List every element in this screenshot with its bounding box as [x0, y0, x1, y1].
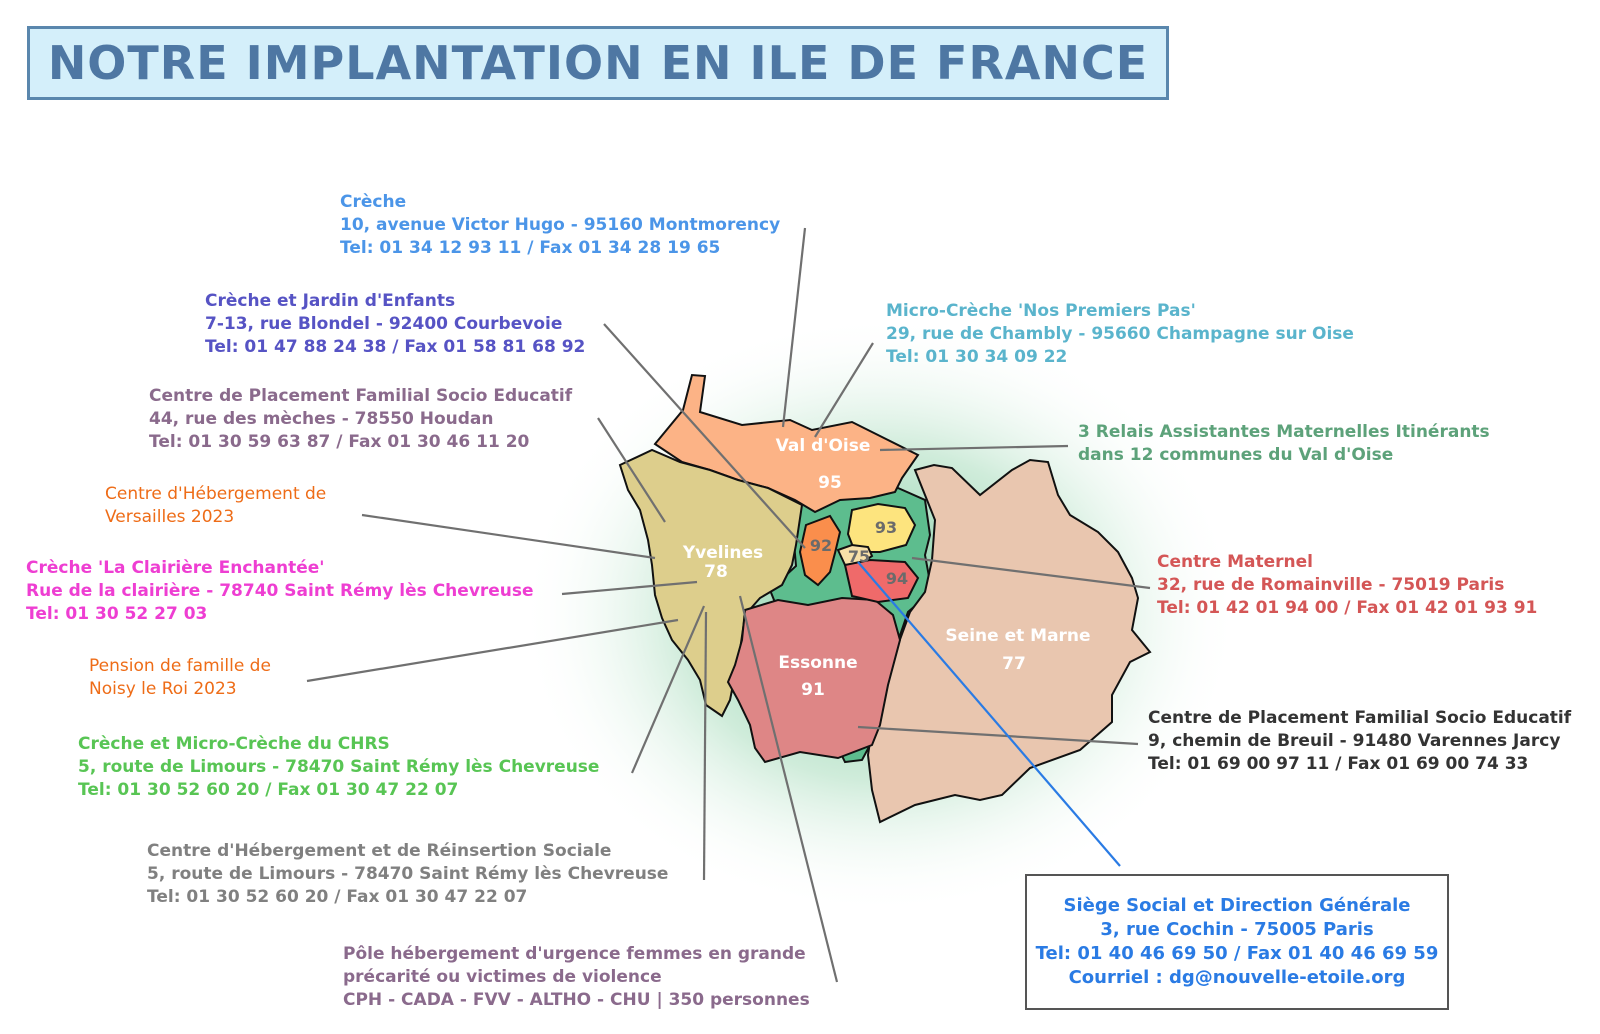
label-line: Tel: 01 30 52 60 20 / Fax 01 30 47 22 07 — [78, 780, 459, 800]
region-93 — [846, 502, 917, 553]
line-creche-montmorency — [781, 227, 807, 428]
label-line: CPH - CADA - FVV - ALTHO - CHU | 350 per… — [343, 990, 810, 1010]
label-line: Tel: 01 69 00 97 11 / Fax 01 69 00 74 33 — [1148, 754, 1529, 774]
dept-number-78: 78 — [704, 562, 728, 582]
line-centre-maternel — [911, 556, 1151, 590]
dept-number-92: 92 — [810, 536, 832, 555]
label-line: 9, chemin de Breuil - 91480 Varennes Jar… — [1148, 731, 1561, 751]
siege-line: Siège Social et Direction Générale — [1063, 895, 1411, 916]
line-micro-creche — [814, 342, 874, 438]
label-line: Centre Maternel — [1157, 552, 1313, 572]
line-pole-urgence — [738, 595, 839, 983]
label-line: 3 Relais Assistantes Maternelles Itinéra… — [1078, 422, 1490, 442]
label-line: 5, route de Limours - 78470 Saint Rémy l… — [147, 864, 669, 884]
label-line: Rue de la clairière - 78740 Saint Rémy l… — [26, 581, 534, 601]
label-line: Crèche 'La Clairière Enchantée' — [26, 558, 325, 578]
dept-number-75: 75 — [848, 547, 870, 566]
line-pension-noisy — [306, 618, 679, 683]
label-line: précarité ou victimes de violence — [343, 967, 662, 987]
label-line: Versailles 2023 — [105, 507, 235, 527]
label-line: dans 12 communes du Val d'Oise — [1078, 445, 1394, 465]
label-micro-creche: Micro-Crèche 'Nos Premiers Pas' 29, rue … — [886, 300, 1354, 369]
line-cpfse-varennes — [857, 725, 1139, 746]
label-pole-urgence: Pôle hébergement d'urgence femmes en gra… — [343, 943, 810, 1012]
connector-lines — [306, 227, 1151, 983]
line-creche-clairiere — [561, 580, 698, 596]
label-line: Pôle hébergement d'urgence femmes en gra… — [343, 944, 806, 964]
line-chrs — [702, 611, 708, 881]
label-chrs: Centre d'Hébergement et de Réinsertion S… — [147, 840, 668, 909]
label-line: Centre d'Hébergement de — [105, 484, 327, 504]
label-pension-noisy: Pension de famille de Noisy le Roi 2023 — [89, 655, 271, 701]
label-line: Centre d'Hébergement et de Réinsertion S… — [147, 841, 612, 861]
dept-name-95: Val d'Oise — [776, 436, 871, 456]
label-creche-clairiere: Crèche 'La Clairière Enchantée' Rue de l… — [26, 557, 534, 626]
siege-line: 3, rue Cochin - 75005 Paris — [1100, 919, 1374, 940]
line-creche-chrs — [630, 605, 706, 774]
label-centre-maternel: Centre Maternel 32, rue de Romainville -… — [1157, 551, 1537, 620]
line-cpfse-houdan — [597, 417, 666, 523]
label-line: 44, rue des mèches - 78550 Houdan — [149, 409, 494, 429]
dept-name-91: Essonne — [778, 653, 857, 673]
label-relais: 3 Relais Assistantes Maternelles Itinéra… — [1078, 421, 1490, 467]
line-siege — [857, 561, 1121, 867]
label-line: 29, rue de Chambly - 95660 Champagne sur… — [886, 324, 1354, 344]
label-line: Tel: 01 30 59 63 87 / Fax 01 30 46 11 20 — [149, 432, 530, 452]
region-94 — [843, 558, 920, 604]
line-relais — [879, 444, 1069, 452]
line-creche-courbevoie — [603, 323, 806, 549]
label-creche-chrs: Crèche et Micro-Crèche du CHRS 5, route … — [78, 733, 599, 802]
dept-name-77: Seine et Marne — [945, 626, 1090, 646]
label-line: 7-13, rue Blondel - 92400 Courbevoie — [205, 314, 563, 334]
label-cpfse-houdan: Centre de Placement Familial Socio Educa… — [149, 385, 572, 454]
label-line: Tel: 01 30 34 09 22 — [886, 347, 1068, 367]
label-line: Crèche et Micro-Crèche du CHRS — [78, 734, 390, 754]
dept-name-78: Yvelines — [682, 543, 763, 563]
label-line: Crèche — [340, 192, 407, 212]
label-line: Tel: 01 30 52 60 20 / Fax 01 30 47 22 07 — [147, 887, 528, 907]
label-line: Tel: 01 47 88 24 38 / Fax 01 58 81 68 92 — [205, 337, 586, 357]
label-line: Tel: 01 30 52 27 03 — [26, 604, 208, 624]
label-line: 10, avenue Victor Hugo - 95160 Montmoren… — [340, 215, 781, 235]
label-line: Centre de Placement Familial Socio Educa… — [149, 386, 573, 406]
label-cpfse-varennes: Centre de Placement Familial Socio Educa… — [1148, 707, 1571, 776]
dept-number-95: 95 — [818, 473, 842, 493]
label-line: 5, route de Limours - 78470 Saint Rémy l… — [78, 757, 600, 777]
siege-email[interactable]: Courriel : dg@nouvelle-etoile.org — [1068, 967, 1406, 988]
label-line: Tel: 01 42 01 94 00 / Fax 01 42 01 93 91 — [1157, 598, 1538, 618]
label-line: Crèche et Jardin d'Enfants — [205, 291, 456, 311]
title-banner: NOTRE IMPLANTATION EN ILE DE FRANCE — [27, 26, 1169, 100]
region-92 — [798, 514, 842, 587]
dept-number-91: 91 — [801, 680, 825, 700]
label-line: Pension de famille de — [89, 656, 271, 676]
page-title: NOTRE IMPLANTATION EN ILE DE FRANCE — [47, 36, 1149, 90]
label-line: Centre de Placement Familial Socio Educa… — [1148, 708, 1572, 728]
label-creche-montmorency: Crèche 10, avenue Victor Hugo - 95160 Mo… — [340, 191, 780, 260]
dept-number-94: 94 — [886, 569, 908, 588]
line-ch-versailles — [361, 513, 656, 560]
label-line: 32, rue de Romainville - 75019 Paris — [1157, 575, 1505, 595]
label-line: Micro-Crèche 'Nos Premiers Pas' — [886, 301, 1196, 321]
dept-number-77: 77 — [1002, 654, 1026, 674]
dept-number-93: 93 — [875, 518, 897, 537]
label-line: Noisy le Roi 2023 — [89, 679, 237, 699]
siege-box: Siège Social et Direction Générale 3, ru… — [1025, 874, 1449, 1010]
label-line: Tel: 01 34 12 93 11 / Fax 01 34 28 19 65 — [340, 238, 721, 258]
label-ch-versailles: Centre d'Hébergement de Versailles 2023 — [105, 483, 326, 529]
label-creche-courbevoie: Crèche et Jardin d'Enfants 7-13, rue Blo… — [205, 290, 585, 359]
siege-line: Tel: 01 40 46 69 50 / Fax 01 40 46 69 59 — [1035, 943, 1439, 964]
